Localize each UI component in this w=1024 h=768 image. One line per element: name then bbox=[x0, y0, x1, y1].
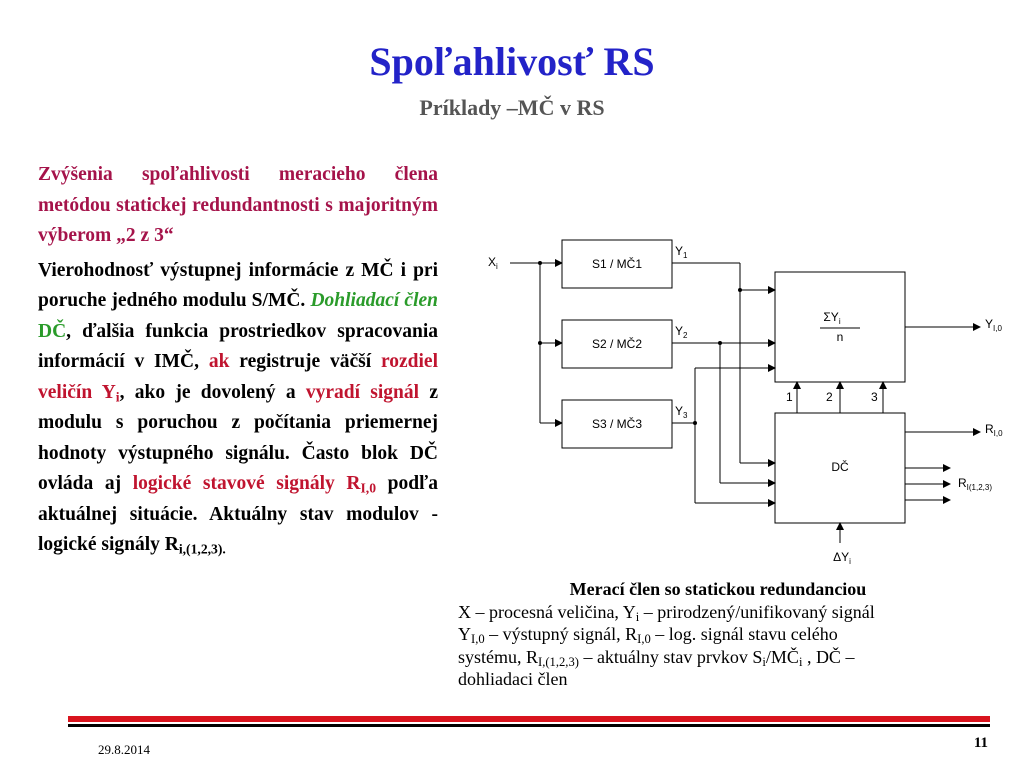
footer-rule-black bbox=[68, 724, 990, 727]
label-ctrl-3: 3 bbox=[871, 390, 878, 404]
text-dc: DČ bbox=[38, 320, 67, 342]
caption-line-3: systému, RI,(1,2,3) – aktuálny stav prvk… bbox=[458, 646, 855, 669]
block-s2 bbox=[561, 319, 673, 369]
label-yi0: YI,0 bbox=[985, 317, 1002, 333]
label-xi: Xi bbox=[488, 255, 498, 271]
label-y3: Y3 bbox=[675, 404, 688, 420]
text-dohliadaci: Dohliadací člen bbox=[310, 290, 438, 311]
text-vyradi: vyradí signál bbox=[305, 381, 420, 403]
text-p3: registruje väčší bbox=[239, 351, 372, 372]
diagram-caption: Merací člen so statickou redundanciou X … bbox=[458, 578, 998, 691]
footer-date: 29.8.2014 bbox=[98, 742, 150, 757]
block-s1 bbox=[561, 239, 673, 289]
label-s3: S3 / MČ3 bbox=[592, 416, 642, 431]
caption-line-4: dohliadaci člen bbox=[458, 669, 568, 689]
block-s3 bbox=[561, 399, 673, 449]
label-s1: S1 / MČ1 bbox=[592, 256, 642, 271]
left-text-column: Zvýšenia spoľahlivosti meracieho člena m… bbox=[38, 160, 438, 561]
text-p2: , ďalšia funkcia prostriedkov spracovani… bbox=[38, 320, 438, 373]
label-y2: Y2 bbox=[675, 324, 688, 340]
slide-subtitle: Príklady –MČ v RS bbox=[419, 95, 605, 120]
footer-rule-red bbox=[68, 716, 990, 722]
text-logicke: logické stavové signály RI,0 bbox=[132, 473, 377, 496]
text-rozdiel: rozdiel veličín Yi bbox=[38, 351, 438, 404]
text-p1: Vierohodnosť výstupnej informácie z MČ i… bbox=[38, 259, 438, 312]
text-p6-sub: i,(1,2,3). bbox=[178, 541, 226, 557]
label-ri123: RI(1,2,3) bbox=[958, 476, 992, 492]
label-ctrl-1: 1 bbox=[786, 390, 793, 404]
label-ri0: RI,0 bbox=[985, 422, 1003, 438]
text-p5: z modulu s poruchou z počítania priemern… bbox=[38, 381, 439, 495]
slide-title: Spoľahlivosť RS bbox=[369, 39, 655, 84]
label-s2: S2 / MČ2 bbox=[592, 336, 642, 351]
caption-title: Merací člen so statickou redundanciou bbox=[569, 579, 867, 599]
page-number: 11 bbox=[973, 735, 988, 751]
body-paragraph: Vierohodnosť výstupnej informácie z MČ i… bbox=[38, 256, 438, 561]
block-average bbox=[774, 271, 906, 383]
label-dc: DČ bbox=[831, 459, 849, 474]
label-dyi: ΔYi bbox=[833, 550, 851, 566]
label-ctrl-2: 2 bbox=[826, 390, 833, 404]
label-sum: ΣYi bbox=[823, 310, 840, 326]
text-p6: podľa aktuálnej situácie. Aktuálny stav … bbox=[38, 473, 438, 555]
caption-line-1: X – procesná veličina, Yi – prirodzený/u… bbox=[458, 601, 875, 624]
section-heading: Zvýšenia spoľahlivosti meracieho člena m… bbox=[38, 164, 438, 246]
redundancy-block-diagram: Xi S1 / MČ1 S2 / MČ2 S3 / MČ3 Y1 Y2 Y3 Σ… bbox=[488, 239, 1003, 566]
label-n: n bbox=[837, 330, 844, 344]
label-y1: Y1 bbox=[675, 244, 688, 260]
text-ak: ak bbox=[208, 351, 230, 372]
caption-line-2: YI,0 – výstupný signál, RI,0 – log. sign… bbox=[458, 624, 838, 647]
text-p4: , ako je dovolený a bbox=[119, 381, 296, 403]
